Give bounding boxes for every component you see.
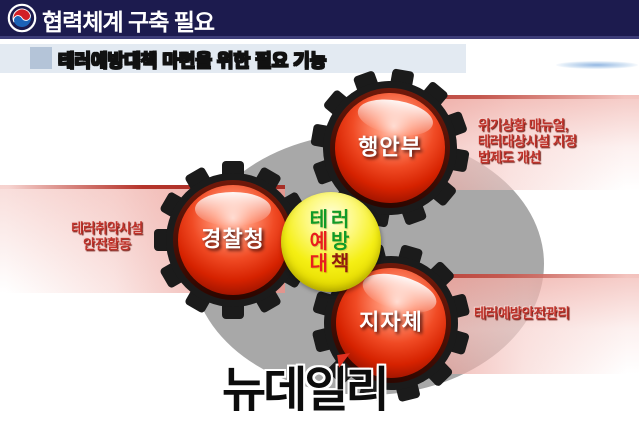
subtitle-text: 테러예방대책 마련을 위한 필요 기능 — [57, 51, 327, 72]
gear-jijache: 지자체 — [293, 225, 489, 421]
gear-label-jijache: 지자체 — [359, 309, 423, 335]
korea-government-taegeuk-icon — [7, 3, 37, 33]
gear-label-haenganbu: 행안부 — [358, 134, 422, 160]
gear-label-gyeongchalcheong: 경찰청 — [201, 226, 265, 252]
decorative-swoosh — [556, 61, 638, 69]
gear-haenganbu: 행안부 — [298, 56, 482, 240]
newdaily-watermark: 뉴데일리 — [222, 364, 390, 417]
gear-gyeongchalcheong: 경찰청 — [153, 160, 313, 320]
subtitle-bullet-square — [30, 47, 52, 69]
subtitle-bar: 테러예방대책 마련을 위한 필요 기능 — [0, 44, 466, 73]
page-title: 협력체계 구축 필요 — [42, 9, 215, 35]
watermark-red-accent — [337, 353, 352, 368]
annotation-jijache-tasks: 테러예방안전관리 — [474, 306, 570, 321]
header-bar: 협력체계 구축 필요 — [0, 0, 639, 39]
